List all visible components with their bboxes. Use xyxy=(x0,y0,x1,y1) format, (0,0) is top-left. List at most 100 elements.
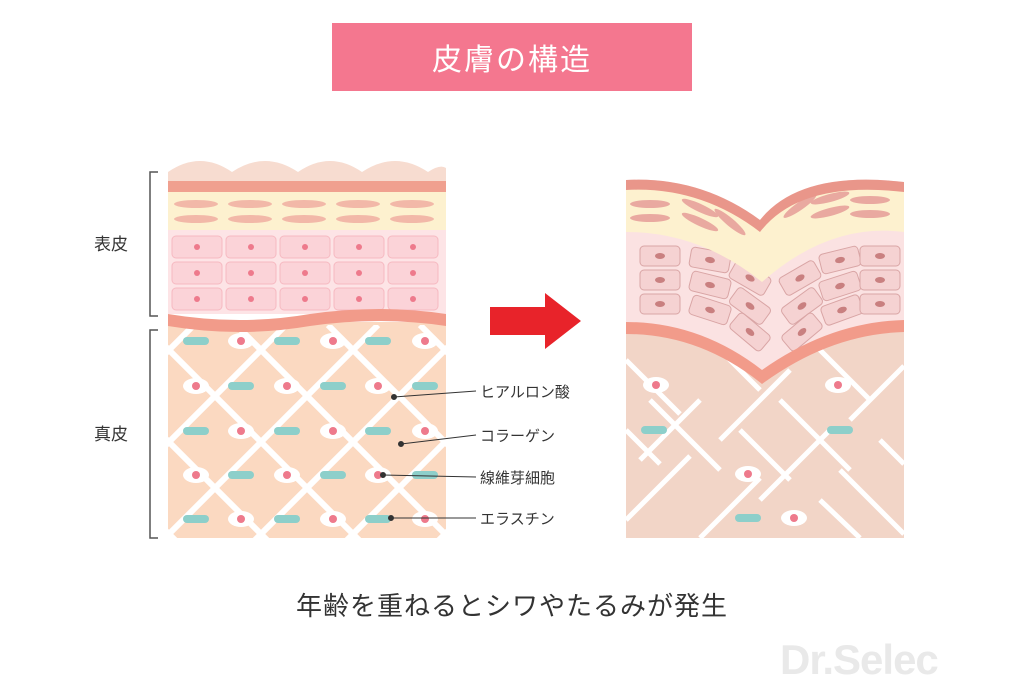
aged-epidermis-cell-group xyxy=(818,270,862,302)
aged-epidermis-cell-group xyxy=(859,245,901,267)
epidermis-bracket xyxy=(149,171,158,317)
elastin-fiber xyxy=(183,337,209,345)
elastin-fiber xyxy=(274,427,300,435)
granular-cell xyxy=(336,200,380,208)
aged-granular-cell xyxy=(714,208,746,236)
collagen-fiber xyxy=(325,325,446,448)
aged-epidermis-nucleus xyxy=(797,302,807,310)
aged-epidermis-cell-group xyxy=(818,245,862,275)
aged-epidermis-cell-group xyxy=(859,293,901,315)
fibroblast-nucleus xyxy=(421,427,429,435)
aged-epidermis-cell-group xyxy=(729,287,771,325)
elastin-fiber xyxy=(827,426,853,434)
fibroblast-nucleus xyxy=(192,471,200,479)
fibroblast-nucleus xyxy=(237,515,245,523)
aged-epidermis-cell-group xyxy=(688,294,732,326)
elastin-fiber xyxy=(320,471,346,479)
broken-collagen-fiber xyxy=(848,364,904,422)
epidermis-nucleus xyxy=(248,296,254,302)
aged-surface xyxy=(626,179,904,232)
fibroblast-nucleus xyxy=(283,382,291,390)
fibroblast-nucleus xyxy=(744,470,752,478)
aged-basement-membrane xyxy=(626,320,904,384)
aged-epidermis-cell-group xyxy=(778,260,822,296)
aged-epidermis-cell-group xyxy=(781,312,823,352)
aged-epidermis-nucleus xyxy=(835,256,845,264)
aged-epidermis-cell-group xyxy=(729,312,771,352)
epidermis-nucleus xyxy=(302,244,308,250)
aged-granular-cell xyxy=(810,205,850,219)
aged-skin xyxy=(626,179,904,538)
granular-cell xyxy=(174,215,218,223)
caption: 年齢を重ねるとシワやたるみが発生 xyxy=(295,592,728,622)
fibroblast-nucleus xyxy=(374,382,382,390)
fibroblast-nucleus xyxy=(421,515,429,523)
fibroblast-nucleus xyxy=(329,427,337,435)
aged-epidermis-nucleus xyxy=(875,301,885,307)
aged-granular-cell xyxy=(630,214,670,222)
epidermis-nucleus xyxy=(194,244,200,250)
elastin-fiber xyxy=(228,471,254,479)
callout-fibroblast: 線維芽細胞 xyxy=(480,469,555,487)
granular-cell xyxy=(390,200,434,208)
aged-granular-cell xyxy=(783,194,817,218)
aged-granular-cell xyxy=(850,196,890,204)
elastin-fiber xyxy=(183,515,209,523)
aged-epidermis-cell-group xyxy=(639,245,681,267)
elastin-fiber xyxy=(183,427,209,435)
fibroblast-nucleus xyxy=(374,471,382,479)
aged-granular-cell xyxy=(681,198,719,218)
broken-collagen-fiber xyxy=(818,498,862,538)
fibroblast-nucleus xyxy=(790,514,798,522)
epidermis-nucleus xyxy=(356,270,362,276)
fibroblast-nucleus xyxy=(329,337,337,345)
fibroblast-nucleus xyxy=(329,515,337,523)
fibroblast-nucleus xyxy=(834,381,842,389)
granular-cells xyxy=(174,200,434,223)
granular-cell xyxy=(336,215,380,223)
page-title: 皮膚の構造 xyxy=(432,43,592,78)
aged-epidermis-cell-group xyxy=(859,269,901,291)
elastin-fiber xyxy=(274,515,300,523)
aged-epidermis-nucleus xyxy=(705,256,715,264)
granular-cell xyxy=(282,200,326,208)
young-dermis xyxy=(168,322,446,538)
granular-cell xyxy=(174,200,218,208)
callout-collagen: コラーゲン xyxy=(480,427,555,445)
aged-epidermis-nucleus xyxy=(795,274,805,282)
elastin-fiber xyxy=(412,471,438,479)
broken-collagen-fiber xyxy=(738,428,792,482)
epidermis-nucleus xyxy=(194,296,200,302)
collagen-fiber xyxy=(0,325,102,555)
young-surface xyxy=(168,161,446,181)
epidermis-nucleus xyxy=(302,296,308,302)
elastin-fiber xyxy=(641,426,667,434)
aged-epidermis-nucleus xyxy=(875,253,885,259)
collagen-fiber xyxy=(0,325,98,555)
aged-epidermis-cell-group xyxy=(781,287,823,325)
aged-granular-cell xyxy=(630,200,670,208)
epidermis-nucleus xyxy=(410,270,416,276)
epidermis-nucleus xyxy=(302,270,308,276)
young-granular-layer xyxy=(168,192,446,230)
broken-collagen-fiber xyxy=(648,398,722,472)
broken-collagen-fiber xyxy=(698,476,762,538)
epidermis-nucleus xyxy=(410,244,416,250)
young-skin xyxy=(0,161,446,555)
aged-granular-cell xyxy=(850,210,890,218)
granular-cell xyxy=(390,215,434,223)
aged-epidermis-nucleus xyxy=(837,306,847,314)
aged-epidermis-nucleus xyxy=(655,277,665,283)
aged-epidermis-nucleus xyxy=(745,328,755,336)
elastin-fiber xyxy=(412,382,438,390)
aged-epidermis-nucleus xyxy=(655,253,665,259)
aged-epidermis-nucleus xyxy=(835,282,845,290)
aged-epidermis-cell-group xyxy=(688,270,732,300)
granular-cell xyxy=(282,215,326,223)
aged-epidermis-nucleus xyxy=(655,301,665,307)
broken-collagen-fiber xyxy=(878,438,904,466)
young-stratum-line xyxy=(168,181,446,192)
fibroblast-nucleus xyxy=(652,381,660,389)
epidermis-nucleus xyxy=(248,270,254,276)
